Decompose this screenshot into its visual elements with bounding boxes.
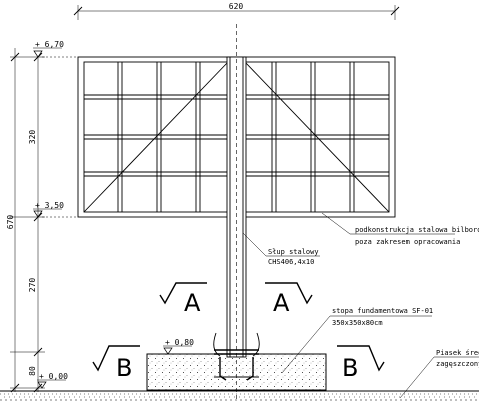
foundation-note-line2: 350x350x80cm — [332, 319, 383, 327]
foundation-note-line1: stopa fundamentowa SF-01 — [332, 307, 433, 315]
overall-width-label: 620 — [229, 2, 244, 11]
billboard-note-line2: poza zakresem opracowania — [355, 238, 460, 246]
steel-post — [226, 24, 247, 400]
level-marker-board-bottom: + 3,50 — [33, 201, 78, 218]
vertical-dimension-chain: 670 320 270 80 — [6, 48, 45, 393]
level-marker-top: + 6,70 — [33, 40, 78, 58]
annotation-billboard: podkonstrukcja stalowa bilbordu poza zak… — [321, 212, 479, 246]
level-board-bottom-label: + 3,50 — [35, 201, 64, 210]
level-ground-label: + 0,00 — [39, 372, 68, 381]
annotation-soil: Piasek średni zagęszczony — [399, 349, 479, 399]
billboard-note-line1: podkonstrukcja stalowa bilbordu — [355, 226, 479, 234]
ground-line — [0, 390, 479, 401]
overall-width-dimension: 620 — [73, 2, 400, 20]
section-b-left-label: B — [116, 354, 132, 382]
section-a-left-label: A — [184, 289, 201, 317]
level-top-label: + 6,70 — [35, 40, 64, 49]
billboard-panel — [77, 56, 396, 218]
total-height-label: 670 — [6, 215, 15, 230]
board-height-label: 320 — [28, 130, 37, 145]
post-height-label: 270 — [28, 278, 37, 293]
post-note-line1: Słup stalowy — [268, 248, 319, 256]
annotation-foundation: stopa fundamentowa SF-01 350x350x80cm — [281, 307, 433, 374]
section-marker-b-right: B — [337, 345, 385, 382]
soil-note-line1: Piasek średni — [436, 349, 479, 357]
section-marker-b-left: B — [92, 345, 140, 382]
section-marker-a-right: A — [265, 282, 313, 317]
annotation-steel-post: Słup stalowy CHS406,4x10 — [242, 232, 320, 266]
level-marker-foundation-top: + 0,80 — [163, 338, 194, 355]
level-marker-ground: + 0,00 — [37, 372, 68, 389]
level-foundation-top-label: + 0,80 — [165, 338, 194, 347]
foundation-footing — [146, 332, 327, 391]
section-a-right-label: A — [273, 289, 290, 317]
section-b-right-label: B — [342, 354, 358, 382]
soil-note-line2: zagęszczony — [436, 360, 479, 368]
post-note-line2: CHS406,4x10 — [268, 258, 314, 266]
section-marker-a-left: A — [159, 282, 207, 317]
foundation-height-label: 80 — [28, 366, 37, 376]
